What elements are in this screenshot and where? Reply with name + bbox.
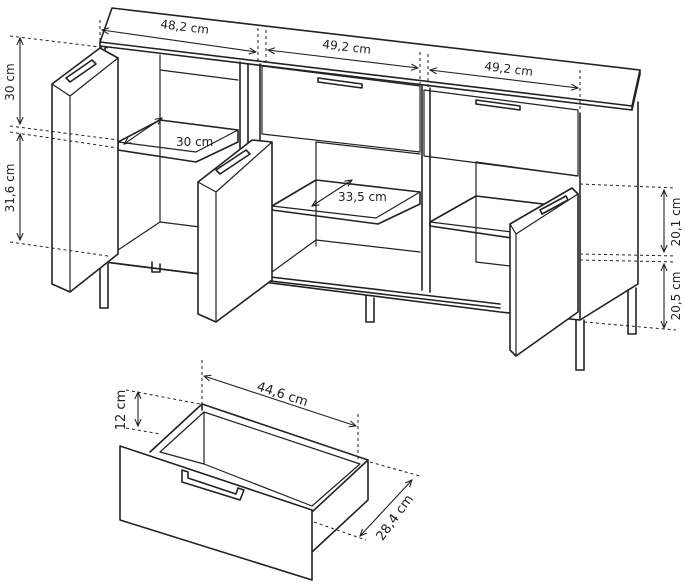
dim-drawer-height: 12 cm bbox=[114, 390, 129, 431]
door-middle bbox=[197, 139, 273, 323]
dim-shelf-depth-middle: 33,5 cm bbox=[338, 190, 387, 204]
drawer bbox=[119, 403, 369, 581]
dim-lower-height: 31,6 cm bbox=[3, 164, 17, 213]
drawer-box bbox=[149, 403, 369, 513]
leg-front-right bbox=[575, 319, 585, 371]
dim-right-upper-height: 20,1 cm bbox=[669, 198, 683, 247]
sideboard-dimensions: 48,2 cm 49,2 cm 49,2 cm 30 cm 31,6 cm 30… bbox=[3, 17, 683, 331]
drawer-front-middle bbox=[261, 65, 421, 153]
leg-front-left bbox=[99, 261, 109, 309]
dim-width-left: 48,2 cm bbox=[160, 17, 210, 37]
dim-width-middle: 49,2 cm bbox=[322, 37, 372, 57]
leg-back-right bbox=[627, 287, 637, 335]
dim-drawer-width: 44,6 cm bbox=[255, 380, 310, 411]
dim-drawer-depth: 28,4 cm bbox=[374, 492, 417, 544]
door-left bbox=[51, 47, 119, 293]
drawer-handle bbox=[181, 469, 245, 501]
dim-width-right: 49,2 cm bbox=[484, 59, 534, 79]
dim-top-height: 30 cm bbox=[3, 63, 17, 100]
drawer-front bbox=[119, 445, 313, 581]
dim-right-lower-height: 20,5 cm bbox=[669, 272, 683, 321]
leg-back-left bbox=[151, 261, 161, 273]
sideboard bbox=[51, 7, 641, 371]
leg-middle bbox=[365, 295, 375, 323]
door-right bbox=[509, 187, 579, 357]
dim-shelf-depth-left: 30 cm bbox=[176, 135, 213, 149]
